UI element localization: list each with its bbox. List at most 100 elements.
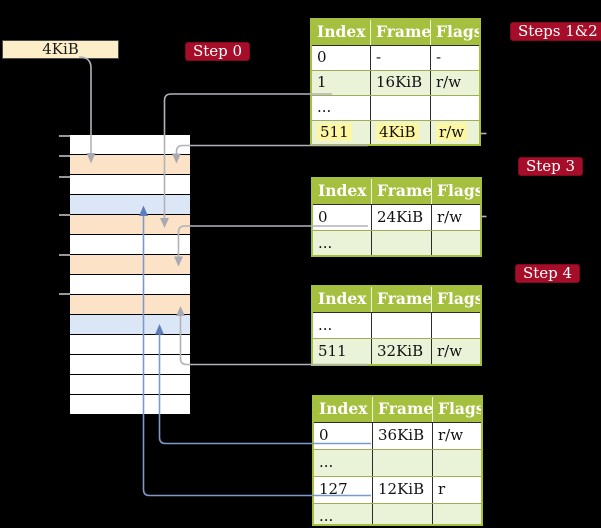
table-body: 0 24KiB r/w ...	[313, 205, 480, 255]
memory-row	[70, 155, 190, 174]
cell-index: 0	[318, 208, 328, 226]
column-header-flags: Flags	[431, 287, 480, 312]
memory-tick	[59, 254, 70, 256]
memory-tick	[59, 135, 70, 137]
frame-size-label: 4KiB	[42, 40, 79, 58]
frame-size-label-box: 4KiB	[2, 40, 119, 59]
step-3-badge: Step 3	[518, 157, 584, 176]
cell-frame	[372, 450, 432, 476]
cell-index: 0	[317, 48, 327, 66]
cell-index: 127	[319, 480, 348, 498]
arrow-table1-entry511-to-frame-4kib	[175, 144, 368, 154]
highlight-mark: r/w	[436, 123, 468, 141]
cell-frame	[372, 504, 432, 524]
column-header-index: Index	[319, 399, 368, 418]
cell-flags: -	[430, 46, 479, 70]
column-header-flags: Flags	[432, 397, 481, 422]
cell-index: 1	[317, 73, 327, 91]
memory-tick	[59, 176, 70, 178]
table-row: ...	[313, 313, 480, 338]
table-row: ...	[313, 230, 480, 255]
table-row: 0 24KiB r/w	[313, 205, 480, 230]
cell-index: 511	[312, 121, 370, 144]
page-table-level2: Index Frame Flags 0 - - 1 16KiB r/w ... …	[310, 18, 481, 146]
table-body: 0 - - 1 16KiB r/w ... 511 4KiB r/w	[312, 46, 479, 144]
table-header-row: Index Frame Flags	[312, 20, 479, 46]
table-row: 0 - -	[312, 46, 479, 70]
cell-flags: r	[432, 477, 481, 503]
steps-1-2-badge: Steps 1&2	[510, 22, 601, 41]
cell-flags: r/w	[430, 71, 479, 95]
cell-flags: r/w	[432, 423, 481, 449]
table-body: 0 36KiB r/w ... 127 12KiB r ...	[314, 423, 481, 525]
cell-flags: r/w	[431, 339, 480, 364]
memory-row	[70, 355, 190, 374]
cell-frame: 12KiB	[372, 477, 432, 503]
cell-flags: r/w	[430, 121, 479, 144]
memory-tick	[59, 214, 70, 216]
memory-row	[70, 255, 190, 274]
page-table-step4: Index Frame Flags ... 511 32KiB r/w	[311, 285, 482, 366]
cell-frame: 4KiB	[370, 121, 430, 144]
memory-row	[70, 295, 190, 314]
table-row-highlighted: 511 4KiB r/w	[312, 120, 479, 144]
table-row: ...	[314, 449, 481, 476]
memory-row	[70, 335, 190, 354]
column-header-frame: Frame	[371, 179, 431, 204]
table-body: ... 511 32KiB r/w	[313, 313, 480, 364]
highlight-mark: 4KiB	[376, 123, 419, 141]
table-header-row: Index Frame Flags	[313, 287, 480, 313]
column-header-frame: Frame	[372, 397, 432, 422]
cell-frame	[371, 313, 431, 338]
table-row: 1 16KiB r/w	[312, 70, 479, 95]
table-row: 127 12KiB r	[314, 476, 481, 503]
step-4-badge: Step 4	[515, 264, 581, 283]
table-header-row: Index Frame Flags	[313, 179, 480, 205]
column-header-frame: Frame	[371, 287, 431, 312]
cell-index: 511	[318, 342, 347, 360]
memory-row	[70, 195, 190, 214]
page-table-step3: Index Frame Flags 0 24KiB r/w ...	[311, 177, 482, 257]
cell-index: ...	[318, 234, 333, 252]
cell-flags	[431, 231, 480, 255]
cell-flags	[432, 504, 481, 524]
cell-frame: 36KiB	[372, 423, 432, 449]
memory-row	[70, 135, 190, 154]
cell-flags: r/w	[431, 205, 480, 230]
cell-flags	[431, 313, 480, 338]
column-header-flags: Flags	[430, 20, 479, 45]
physical-memory-column	[70, 135, 190, 414]
highlight-mark: 511	[317, 123, 352, 141]
memory-row	[70, 315, 190, 334]
column-header-index: Index	[318, 289, 367, 308]
cell-index: 0	[319, 426, 329, 444]
cell-index: ...	[319, 507, 334, 525]
cell-frame	[371, 231, 431, 255]
column-header-frame: Frame	[370, 20, 430, 45]
cell-index: ...	[319, 453, 334, 471]
memory-row	[70, 375, 190, 394]
column-header-flags: Flags	[431, 179, 480, 204]
table-row: ...	[314, 503, 481, 525]
memory-tick	[59, 155, 70, 157]
memory-row	[70, 215, 190, 234]
column-header-index: Index	[317, 22, 366, 41]
memory-row	[70, 235, 190, 254]
memory-row	[70, 275, 190, 294]
cell-frame: 32KiB	[371, 339, 431, 364]
cell-index: ...	[317, 98, 332, 116]
table-header-row: Index Frame Flags	[314, 397, 481, 423]
cell-flags	[432, 450, 481, 476]
memory-row	[70, 395, 190, 414]
memory-tick	[59, 293, 70, 295]
cell-frame: 24KiB	[371, 205, 431, 230]
table-row: 511 32KiB r/w	[313, 338, 480, 364]
table-row: ...	[312, 95, 479, 120]
memory-row	[70, 175, 190, 194]
column-header-index: Index	[318, 181, 367, 200]
cell-frame: 16KiB	[370, 71, 430, 95]
cell-flags	[430, 96, 479, 120]
cell-index: ...	[318, 316, 333, 334]
cell-frame: -	[370, 46, 430, 70]
table-row: 0 36KiB r/w	[314, 423, 481, 449]
